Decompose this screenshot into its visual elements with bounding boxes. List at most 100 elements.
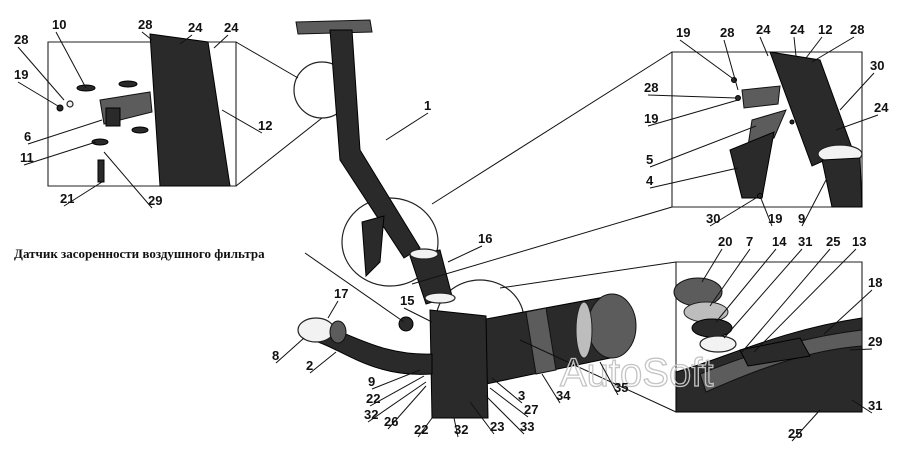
seal-14 [691, 318, 733, 338]
inlet-clamp [329, 320, 347, 344]
callout-tl-10: 12 [258, 118, 272, 133]
callout-leader-br-3 [723, 248, 803, 339]
bolt-24 [789, 119, 795, 125]
callout-tl-3: 24 [224, 20, 239, 35]
callout-br-7: 29 [868, 334, 882, 349]
callout-tr-2: 24 [756, 22, 771, 37]
callout-leader-main-17 [599, 361, 619, 396]
callout-main-13: 33 [520, 419, 534, 434]
callout-main-10: 22 [414, 422, 428, 437]
callout-tr-10: 5 [646, 152, 653, 167]
callout-leader-main-8 [367, 381, 427, 423]
callout-tr-8: 19 [644, 111, 658, 126]
filter-end-ring [575, 301, 593, 359]
callout-main-9: 26 [384, 414, 398, 429]
callout-main-0: 1 [424, 98, 431, 113]
callout-leader-tr-13 [759, 195, 773, 227]
callout-tl-9: 29 [148, 193, 162, 208]
callout-main-3: 17 [334, 286, 348, 301]
callout-leader-main-2 [403, 307, 433, 323]
callout-tl-2: 24 [188, 20, 203, 35]
callout-tr-5: 28 [850, 22, 864, 37]
callout-leader-main-5 [309, 351, 337, 374]
bolt-29 [131, 126, 149, 134]
callout-leader-main-16 [541, 373, 561, 404]
callout-tr-0: 19 [676, 25, 690, 40]
mid-detail-bracket [361, 215, 385, 278]
callout-br-9: 25 [788, 426, 802, 441]
callout-main-5: 2 [306, 358, 313, 373]
callout-leader-main-11 [453, 417, 459, 438]
hose-clamp-top [409, 248, 439, 260]
callout-leader-tr-9 [835, 114, 879, 131]
nut-20 [673, 277, 723, 307]
pipe-wall-panel [149, 33, 231, 187]
washer-28 [66, 100, 74, 108]
callout-tr-3: 24 [790, 22, 805, 37]
callout-main-16: 34 [556, 388, 571, 403]
intake-pipe-1 [329, 29, 421, 259]
callout-leader-br-9 [791, 409, 821, 442]
callout-leader-br-6 [823, 289, 873, 335]
callout-leader-tr-12 [709, 197, 757, 227]
callout-leader-tr-4 [805, 36, 823, 59]
housing-band-34 [525, 307, 557, 375]
callout-tl-7: 11 [20, 150, 34, 165]
callout-main-17: 35 [614, 380, 628, 395]
callout-leader-tr-11 [649, 167, 739, 189]
callout-leader-tr-10 [649, 125, 757, 168]
callout-leader-tr-7 [647, 94, 737, 99]
callout-leader-tl-8 [63, 181, 103, 207]
hose-2 [317, 325, 433, 375]
callout-leader-br-0 [701, 248, 723, 283]
callout-leader-tr-2 [759, 36, 769, 57]
callout-leader-main-7 [369, 375, 425, 407]
intake-cap [295, 19, 373, 35]
callout-tl-8: 21 [60, 191, 74, 206]
callout-leader-br-5 [753, 248, 857, 353]
leader-lines [235, 41, 677, 413]
callout-leader-tl-0 [55, 31, 87, 89]
mounting-bracket [429, 309, 489, 419]
callout-main-1: 16 [478, 231, 492, 246]
callout-br-4: 25 [826, 234, 840, 249]
callout-tr-14: 9 [798, 211, 805, 226]
callout-tr-13: 19 [768, 211, 782, 226]
callout-tl-6: 6 [24, 129, 31, 144]
callout-leader-main-14 [489, 387, 529, 418]
callout-leader-main-13 [485, 395, 525, 435]
callout-main-8: 32 [364, 407, 378, 422]
callout-leader-main-12 [469, 401, 495, 435]
callout-br-5: 13 [852, 234, 866, 249]
callout-br-6: 18 [868, 275, 882, 290]
callout-leader-tl-7 [23, 141, 97, 166]
ring-31 [699, 335, 737, 353]
callout-leader-main-9 [387, 385, 427, 430]
inset-top-left-parts [56, 33, 231, 187]
callout-tr-1: 28 [720, 25, 734, 40]
callout-main-4: 8 [272, 348, 279, 363]
callout-leader-br-1 [709, 248, 751, 307]
main-assembly [293, 19, 637, 419]
sensor-caption: Датчик засоренности воздушного фильтра [14, 246, 265, 261]
callout-leader-tl-4 [17, 46, 65, 101]
callout-main-2: 15 [400, 293, 414, 308]
callout-br-2: 14 [772, 234, 787, 249]
callout-leader-br-7 [849, 348, 873, 351]
clogging-sensor [398, 316, 414, 332]
callout-main-7: 22 [366, 391, 380, 406]
callout-tl-1: 28 [138, 17, 152, 32]
inset-bottom-right-parts [673, 277, 863, 413]
callout-tr-12: 30 [706, 211, 720, 226]
callout-br-1: 7 [746, 234, 753, 249]
callout-tl-4: 28 [14, 32, 28, 47]
callout-leader-tr-1 [723, 39, 739, 91]
watermark: AutoSoft [560, 351, 713, 395]
callout-leader-main-10 [417, 417, 433, 438]
callout-leader-tr-5 [811, 36, 855, 63]
callout-leader-tl-5 [17, 81, 59, 107]
callout-main-12: 23 [490, 419, 504, 434]
callout-tr-4: 12 [818, 22, 832, 37]
